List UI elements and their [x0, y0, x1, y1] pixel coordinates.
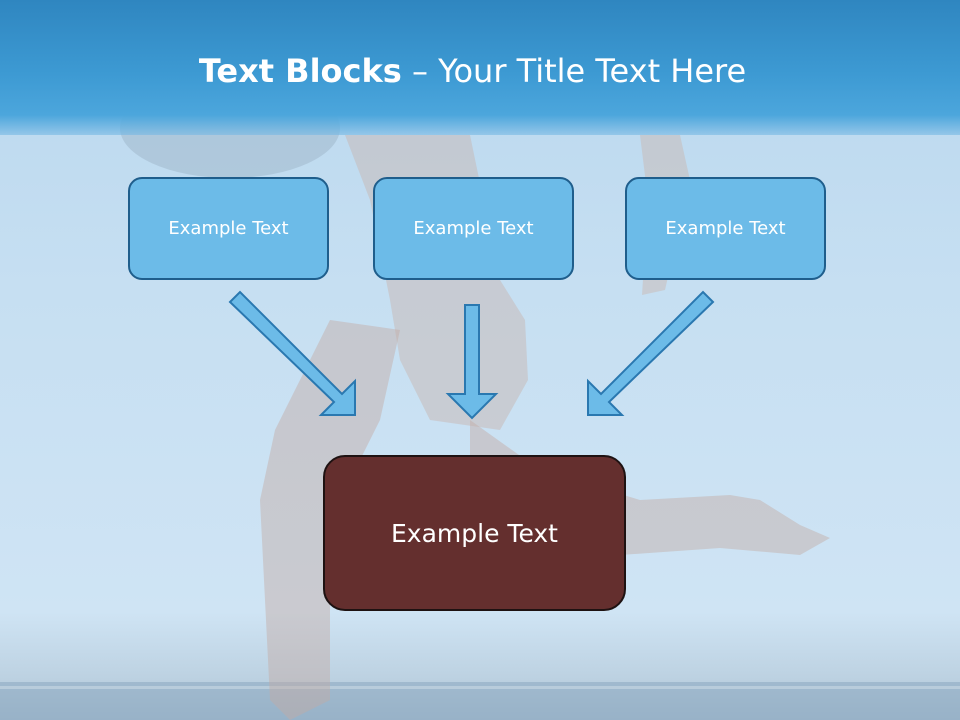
- text-block-left: Example Text: [128, 177, 329, 280]
- title-separator: –: [401, 52, 439, 90]
- text-block-right-label: Example Text: [665, 218, 786, 239]
- title-rest: Your Title Text Here: [438, 52, 747, 90]
- text-block-center: Example Text: [373, 177, 574, 280]
- main-text-block: Example Text: [323, 455, 626, 611]
- arrow-right: [587, 290, 715, 416]
- text-block-right: Example Text: [625, 177, 826, 280]
- title-bar: [0, 0, 960, 135]
- arrow-middle: [445, 304, 499, 420]
- text-block-center-label: Example Text: [413, 218, 534, 239]
- arrow-left: [228, 290, 356, 416]
- slide-title: Text Blocks – Your Title Text Here: [0, 52, 945, 90]
- text-block-left-label: Example Text: [168, 218, 289, 239]
- main-text-block-label: Example Text: [391, 518, 558, 548]
- title-bold: Text Blocks: [198, 52, 402, 90]
